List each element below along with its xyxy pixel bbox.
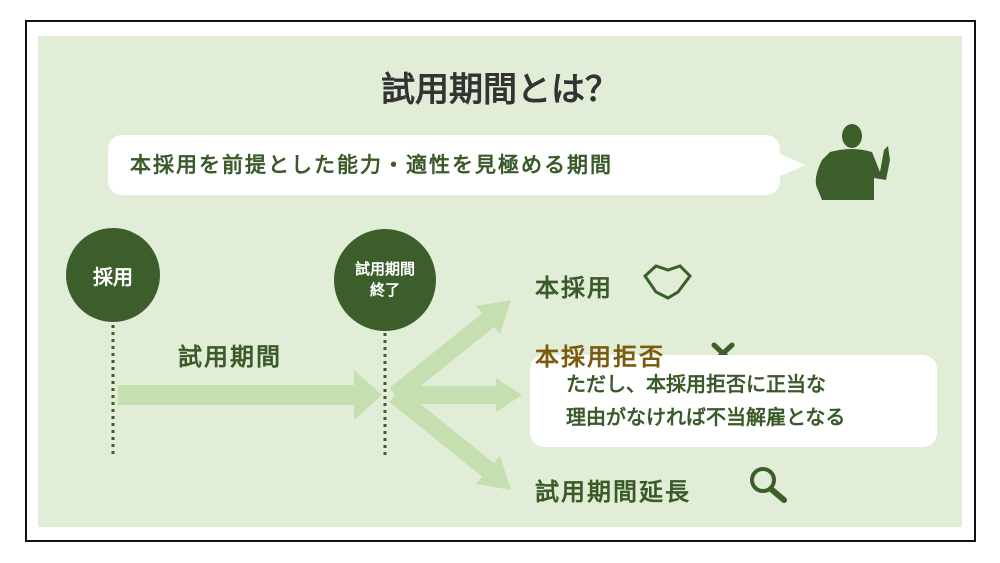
arrow-head-extend xyxy=(476,456,511,490)
reject-note-line2: 理由がなければ不当解雇となる xyxy=(566,405,846,429)
end-label-line2: 終了 xyxy=(369,281,400,299)
end-circle: 試用期間 終了 xyxy=(334,229,436,331)
end-label-line1: 試用期間 xyxy=(354,260,415,278)
period-label: 試用期間 xyxy=(178,343,282,371)
reject-note-line1: ただし、本採用拒否に正当な xyxy=(566,372,826,396)
reject-note: ただし、本採用拒否に正当な 理由がなければ不当解雇となる xyxy=(530,355,937,447)
person-icon xyxy=(815,124,890,200)
outcome-extend: 試用期間延長 xyxy=(535,478,691,506)
handshake-icon xyxy=(643,264,692,300)
magnifier-icon xyxy=(750,467,787,503)
arrow-head-hire xyxy=(476,300,511,334)
period-arrow xyxy=(118,370,382,420)
outcome-reject: 本採用拒否 xyxy=(535,343,665,371)
outcome-hire: 本採用 xyxy=(535,274,613,302)
start-circle: 採用 xyxy=(66,228,160,322)
branch-arrows xyxy=(389,309,500,481)
page-title: 試用期間とは？ xyxy=(381,70,619,110)
definition-bubble: 本採用を前提とした能力・適性を見極める期間 xyxy=(108,135,806,195)
arrow-head-reject xyxy=(496,378,522,412)
start-label: 採用 xyxy=(93,264,133,289)
